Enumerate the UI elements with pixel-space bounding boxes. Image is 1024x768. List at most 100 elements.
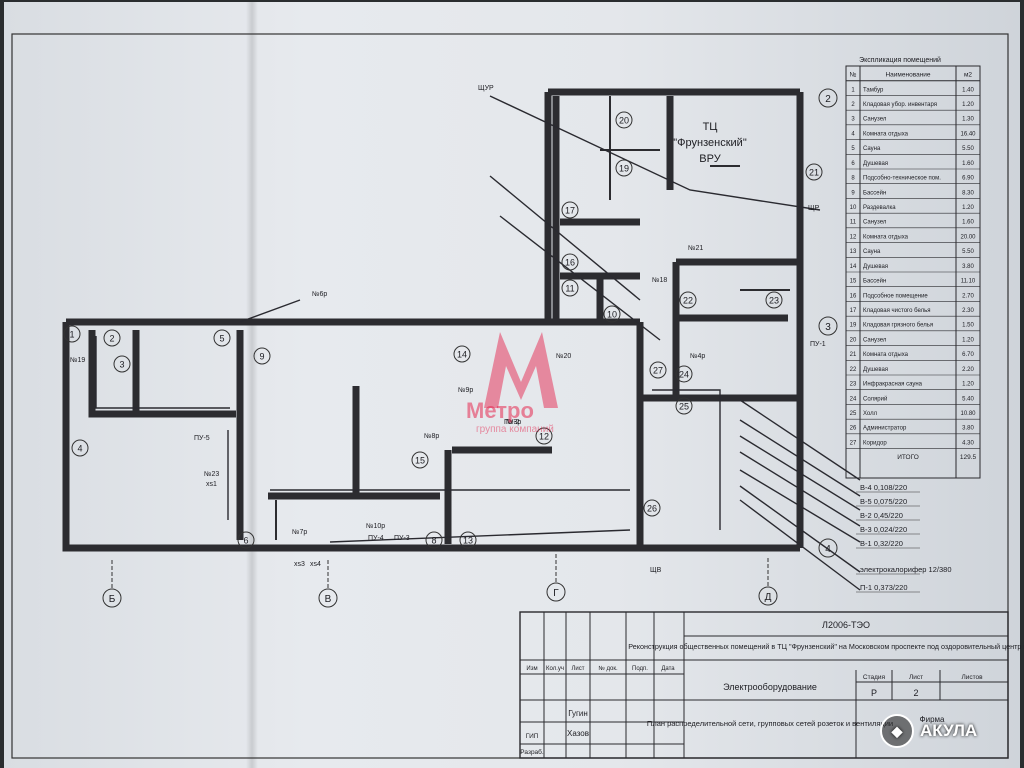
explication-row-name: Кладовая убор. инвентаря <box>863 102 937 108</box>
equipment-label: xs3 <box>294 561 305 568</box>
explication-row-area: 2.70 <box>962 293 974 299</box>
room-circle <box>615 159 633 177</box>
col-date: Дата <box>661 666 675 672</box>
firm-label: Фирма <box>920 715 946 724</box>
equipment-label: №9р <box>458 387 473 394</box>
equipment-label: №19 <box>70 357 85 364</box>
explication-title: Экспликация помещений <box>859 56 941 64</box>
axis-label: 3 <box>825 322 831 333</box>
room-number: 2 <box>109 334 114 344</box>
title-block-text: Л2006-ТЭО Реконструкция общественных пом… <box>520 620 1024 756</box>
axis-circle <box>818 538 838 558</box>
explication-row-num: 10 <box>850 205 857 211</box>
col-list: Лист <box>571 666 584 672</box>
feeder-label: В-2 0,45/220 <box>860 511 903 520</box>
axis-circle <box>818 316 838 336</box>
shark-icon: ◆ <box>880 714 914 748</box>
explication-row-name: Комната отдыха <box>863 352 909 358</box>
explication-row-name: Холл <box>863 411 878 417</box>
explication-row-num: 12 <box>850 234 857 240</box>
badge-text: АКУЛА <box>920 721 978 740</box>
room-number: 1 <box>69 330 74 340</box>
panel-label: ЩВ <box>650 567 662 574</box>
explication-row-num: 19 <box>850 323 857 329</box>
room-circle <box>615 111 633 129</box>
explication-row-area: 1.60 <box>962 161 974 167</box>
room-number: 3 <box>119 360 124 370</box>
room-circle <box>535 427 553 445</box>
equipment-label: №8р <box>424 433 439 440</box>
room-number: 25 <box>679 402 689 412</box>
section-name: Электрооборудование <box>723 682 817 692</box>
explication-row-area: 3.80 <box>962 264 974 270</box>
wiring <box>95 95 861 591</box>
col-podp: Подп. <box>632 666 648 672</box>
axis-label: Б <box>109 594 116 605</box>
explication-row-name: Санузел <box>863 220 887 226</box>
explication-row-num: 23 <box>850 382 857 388</box>
stage-label: Стадия <box>863 674 886 681</box>
explication-row-area: 1.20 <box>962 382 974 388</box>
explication-row-name: Комната отдыха <box>863 234 909 240</box>
room-circle <box>411 451 429 469</box>
explication-row-num: 15 <box>850 279 857 285</box>
watermark-brand: Метро <box>466 398 534 423</box>
axis-markers: 1234БВГД <box>72 88 838 608</box>
axis-circle <box>318 588 338 608</box>
explication-row-area: 5.50 <box>962 249 974 255</box>
explication-row-area: 5.40 <box>962 396 974 402</box>
explication-row-area: 1.20 <box>962 337 974 343</box>
room-circle <box>675 397 693 415</box>
feeder-label: П-1 0,373/220 <box>860 583 908 592</box>
axis-circle <box>818 88 838 108</box>
explication-row-area: 20.00 <box>960 234 976 240</box>
axis-circle <box>102 588 122 608</box>
explication-row-name: Кладовая чистого белья <box>863 308 930 314</box>
explication-header: № <box>850 72 857 79</box>
room-number: 24 <box>679 370 689 380</box>
room-number: 8 <box>431 536 436 546</box>
explication-row-area: 11.10 <box>961 279 976 285</box>
paper <box>4 2 1020 768</box>
watermark-sub: группа компаний <box>476 424 554 435</box>
explication-row-name: Санузел <box>863 117 887 123</box>
razrab-label: Разраб. <box>520 748 544 756</box>
explication-row-name: Сауна <box>863 146 881 152</box>
axis-label: В <box>325 594 332 605</box>
explication-row-num: 2 <box>851 102 855 108</box>
explication-row-name: Коридор <box>863 440 887 446</box>
room-number: 19 <box>619 164 629 174</box>
explication-row-name: Комната отдыха <box>863 131 909 137</box>
panel-label: ПУ-2 <box>504 419 520 426</box>
title-block <box>519 611 1009 759</box>
room-number: 4 <box>77 444 82 454</box>
explication-row-num: 26 <box>850 426 857 432</box>
room-circle <box>253 347 271 365</box>
partitions <box>275 96 790 540</box>
room-number: 9 <box>259 352 264 362</box>
explication-row-name: Санузел <box>863 337 887 343</box>
room-circle <box>765 291 783 309</box>
room-number: 13 <box>463 536 473 546</box>
explication-row-area: 4.30 <box>962 440 974 446</box>
equipment-label: №6р <box>312 291 327 298</box>
col-doc: № док. <box>598 665 618 672</box>
vru-label-2: "Фрунзенский" <box>673 137 747 149</box>
razrab-name: Хазов <box>567 729 589 738</box>
feeder-label: В-3 0,024/220 <box>860 525 907 534</box>
room-number: 22 <box>683 296 693 306</box>
explication-header: м2 <box>964 72 972 79</box>
explication-row-name: Душевая <box>863 367 888 373</box>
explication-header: Наименование <box>885 72 930 79</box>
room-number: 17 <box>565 206 575 216</box>
explication-row-num: 13 <box>850 249 857 255</box>
panel-label: ЩР <box>808 205 820 212</box>
vru-label-1: ТЦ <box>703 121 718 133</box>
equipment-label: №7р <box>292 529 307 536</box>
explication-row-num: 27 <box>850 440 857 446</box>
room-number: 21 <box>809 168 819 178</box>
panel-label: ПУ-4 <box>368 535 384 542</box>
equipment-label: №18 <box>652 277 667 284</box>
